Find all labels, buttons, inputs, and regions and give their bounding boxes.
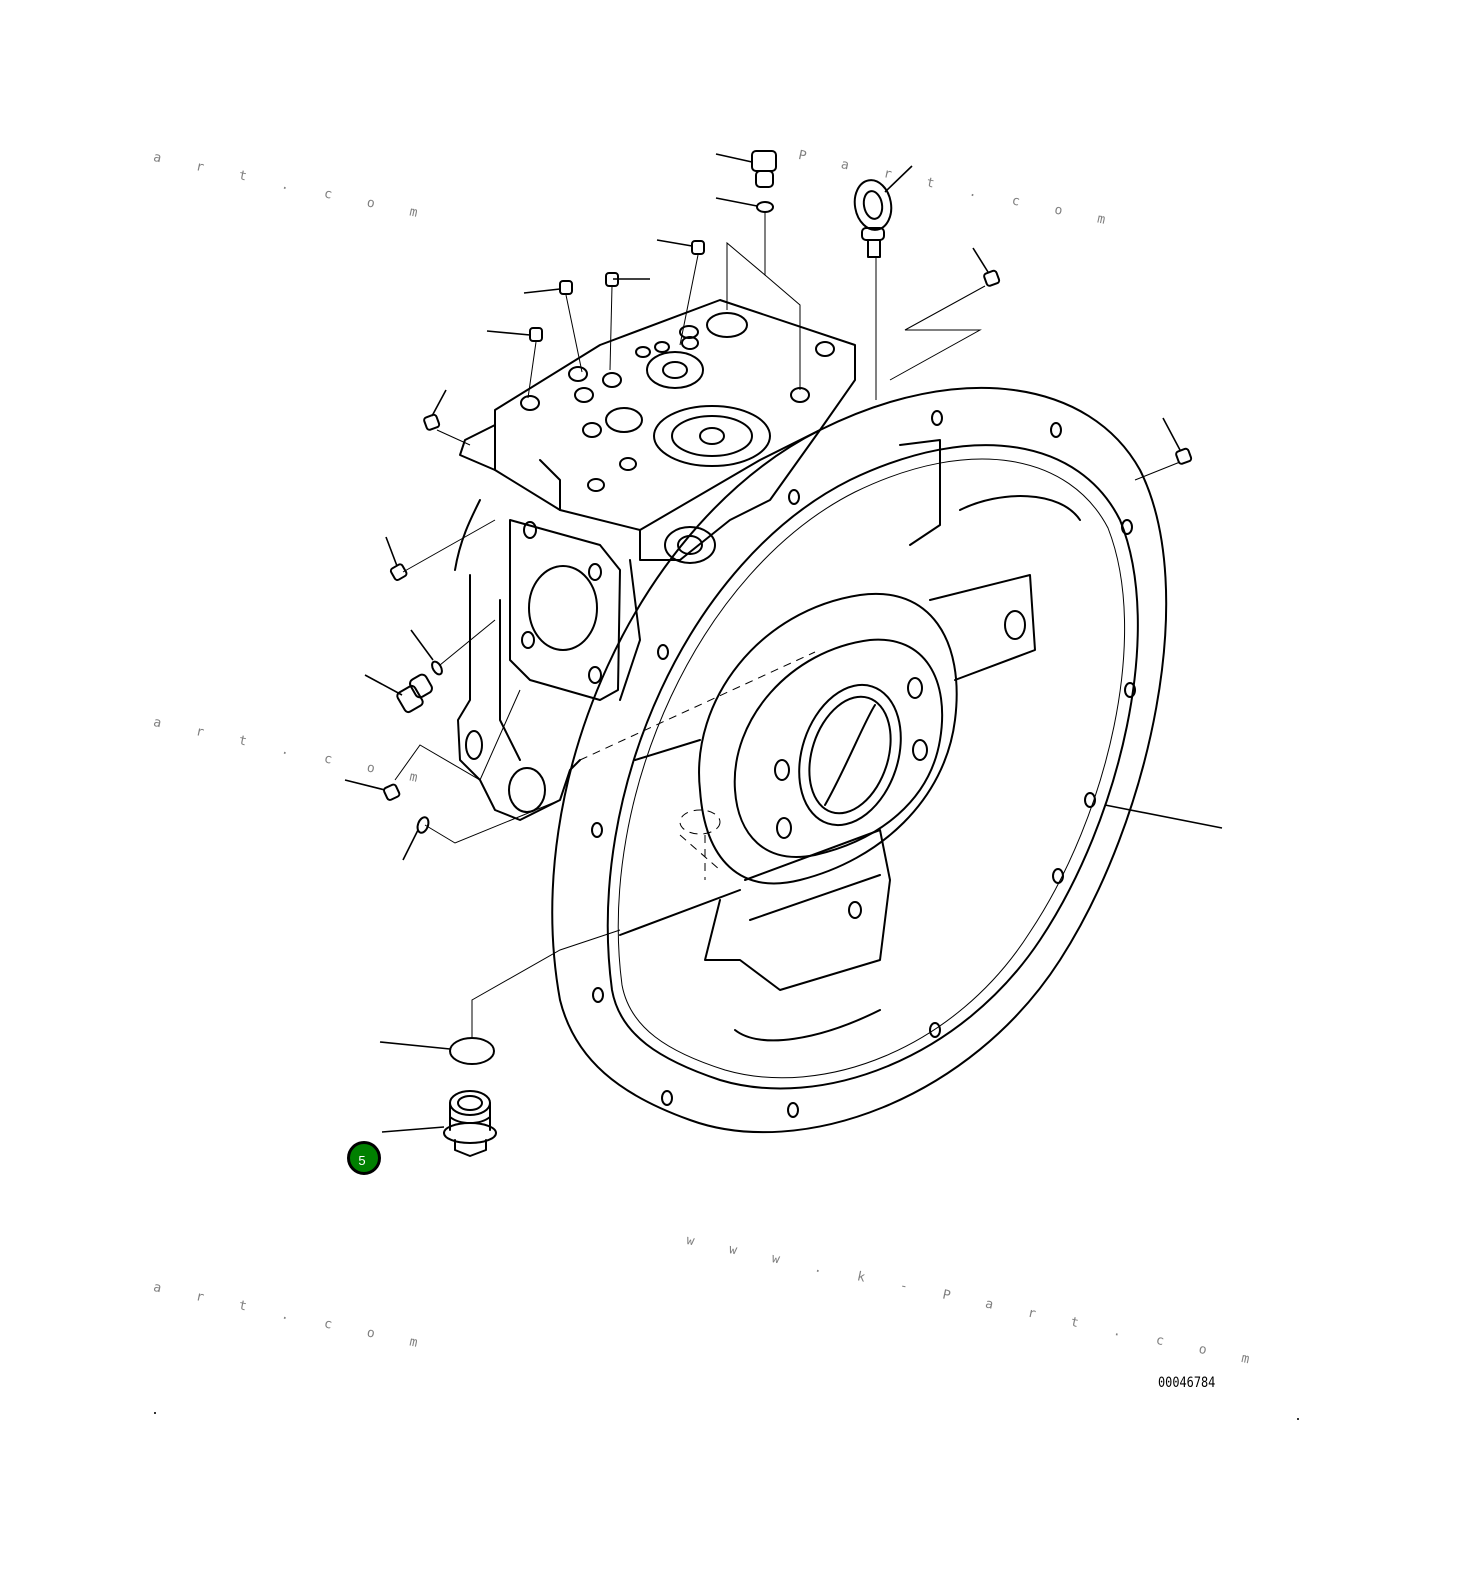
callout-item-5[interactable]: 5: [347, 1141, 381, 1175]
flywheel-housing: [551, 386, 1223, 1134]
plug-top: [715, 150, 777, 188]
pump-body: [454, 299, 856, 821]
drawing-number: 00046784: [1158, 1375, 1216, 1391]
drain-plug-assembly: [379, 929, 621, 1157]
port-plug: [396, 673, 433, 714]
corner-mark: [154, 1412, 156, 1414]
callout-number: 5: [358, 1152, 366, 1168]
small-parts: [344, 150, 1193, 861]
drain-plug: [443, 1090, 497, 1157]
corner-mark: [1297, 1418, 1299, 1420]
eye-bolt: [853, 165, 913, 400]
